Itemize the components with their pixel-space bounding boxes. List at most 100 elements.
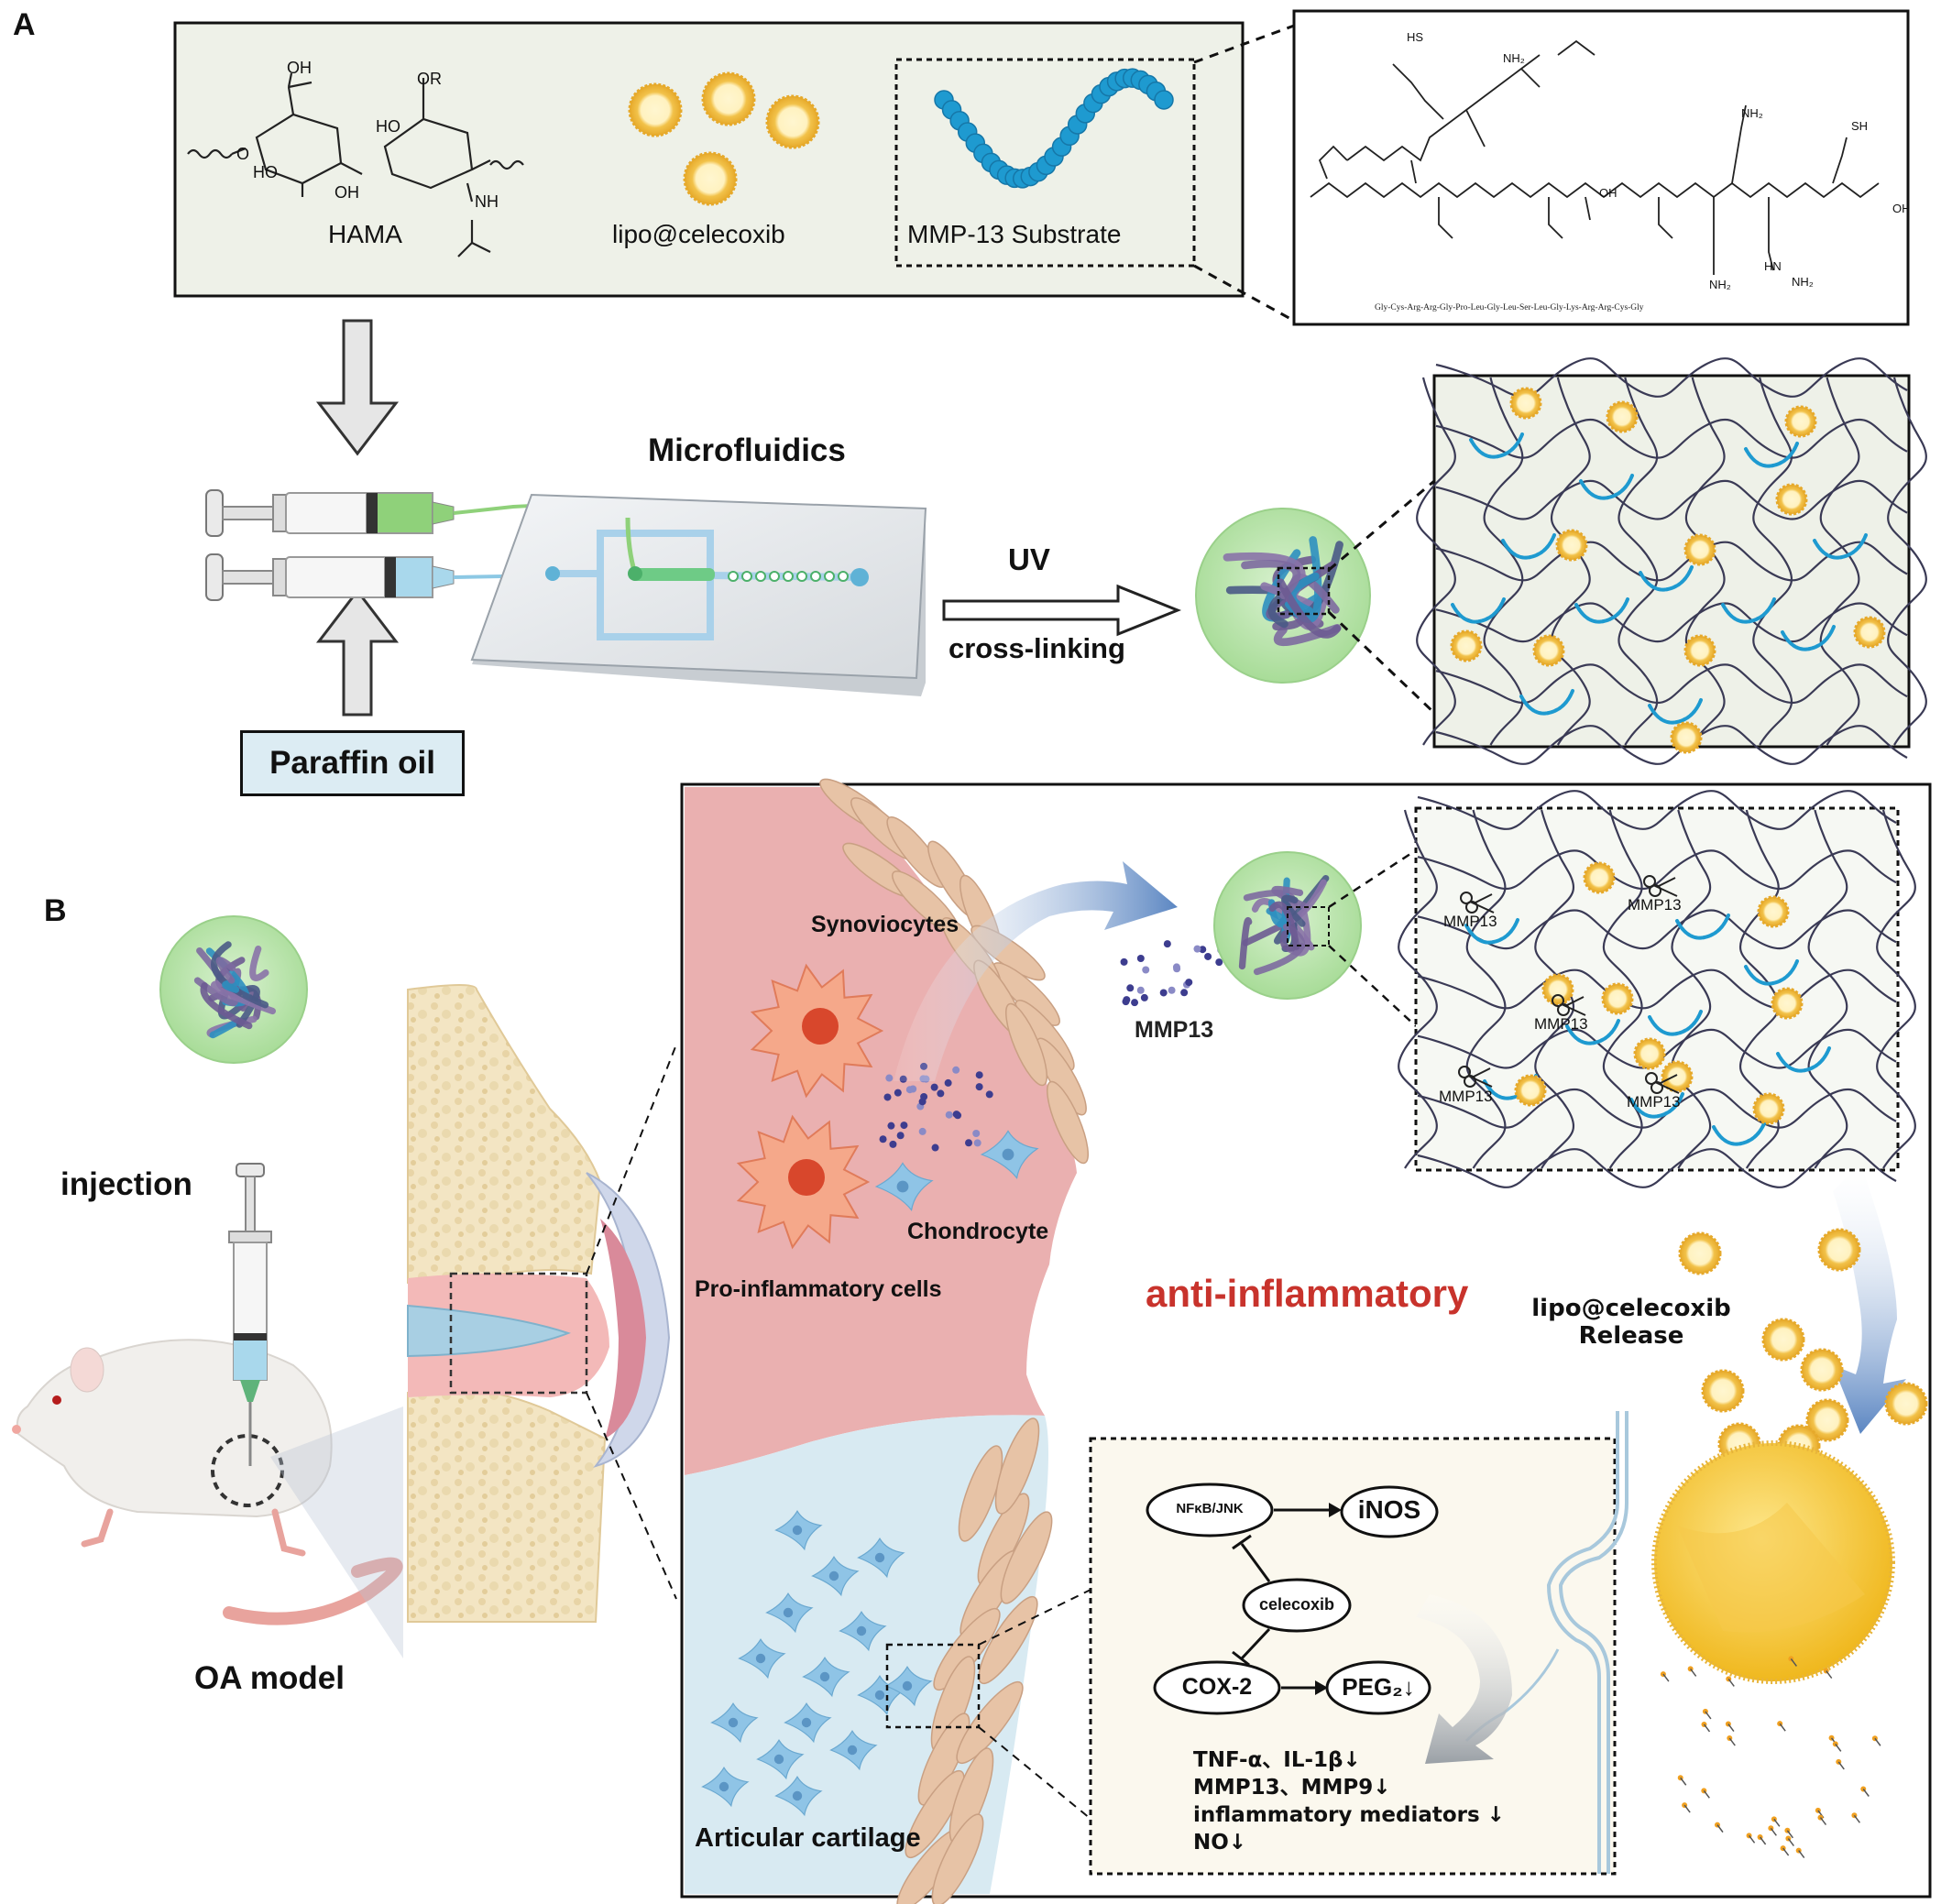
microfluidics-label: Microfluidics: [648, 432, 846, 469]
mmp-dot: [1215, 958, 1223, 966]
liposome: [767, 96, 818, 148]
mmp-dot: [894, 1089, 902, 1097]
network-liposome: [1754, 1094, 1783, 1123]
peg2-text: PEG₂↓: [1329, 1673, 1428, 1702]
joint-bone: [408, 985, 669, 1622]
mmp13-label: MMP13: [1135, 1017, 1213, 1044]
peptide-group: SH: [1851, 119, 1868, 133]
droplet: [784, 572, 793, 581]
released-liposome: [1680, 1233, 1720, 1274]
released-liposome: [1886, 1384, 1926, 1424]
effect-item: NO↓: [1193, 1829, 1505, 1856]
release-line-1: lipo@celecoxib: [1526, 1295, 1737, 1322]
mmp-dot: [1168, 987, 1176, 994]
effect-item: MMP13、MMP9↓: [1193, 1774, 1505, 1801]
effect-item: inflammatory mediators ↓: [1193, 1801, 1505, 1829]
mmp-dot: [1173, 965, 1180, 972]
network-liposome: [1511, 388, 1541, 418]
effects-list: TNF-α、IL-1β↓ MMP13、MMP9↓ inflammatory me…: [1193, 1746, 1505, 1856]
articular-cartilage-label: Articular cartilage: [695, 1823, 921, 1854]
released-liposome: [1703, 1371, 1743, 1411]
cell-nucleus: [793, 1526, 802, 1535]
mmp-dot: [906, 1086, 914, 1093]
network-liposome: [1543, 975, 1573, 1004]
scissor-mmp13-label: MMP13: [1439, 1088, 1493, 1106]
droplet: [825, 572, 834, 581]
cell-nucleus: [788, 1159, 825, 1196]
network-liposome: [1685, 636, 1715, 665]
network-liposome: [1777, 485, 1806, 514]
mmp-dot: [986, 1090, 993, 1098]
panel-a-letter: A: [13, 7, 36, 43]
cell-nucleus: [875, 1691, 884, 1700]
network-box-a: [1434, 376, 1909, 747]
network-liposome: [1603, 984, 1632, 1013]
mmp-dot: [946, 1111, 953, 1119]
paraffin-label: Paraffin oil: [243, 733, 462, 793]
network-liposome: [1585, 863, 1614, 892]
mmp-dot: [953, 1111, 960, 1118]
panel-b-letter: B: [44, 893, 67, 929]
network-liposome: [1635, 1039, 1664, 1068]
mmp-dot: [1141, 994, 1148, 1001]
mmp-dot: [931, 1084, 938, 1091]
release-line-2: Release: [1526, 1322, 1737, 1350]
cell-nucleus: [903, 1681, 912, 1691]
cell-nucleus: [820, 1672, 829, 1681]
network-liposome: [1516, 1076, 1545, 1105]
cell-nucleus: [774, 1755, 784, 1764]
network-liposome: [1452, 631, 1481, 661]
mmp-dot: [919, 1128, 927, 1135]
cell-nucleus: [802, 1718, 811, 1727]
inos-text: iNOS: [1343, 1495, 1435, 1525]
mmp-dot: [932, 1144, 939, 1152]
effect-item: TNF-α、IL-1β↓: [1193, 1746, 1505, 1774]
network-liposome: [1855, 618, 1884, 647]
mmp-dot: [1126, 984, 1134, 991]
droplet: [756, 572, 765, 581]
peptide-group: HN: [1764, 259, 1782, 273]
rat-illustration: [12, 1340, 403, 1658]
mmp-dot: [945, 1079, 952, 1087]
cell-nucleus: [719, 1782, 729, 1791]
chem-ho: HO: [376, 117, 400, 137]
mmp-dot: [885, 1075, 893, 1082]
mmp-dot: [1142, 966, 1149, 973]
chem-nh: NH: [475, 192, 499, 212]
liposome: [703, 73, 754, 125]
chem-oh: OH: [287, 59, 312, 78]
released-liposome: [1763, 1319, 1804, 1360]
mmp-dot: [889, 1141, 896, 1148]
cell-nucleus: [1003, 1149, 1014, 1161]
chem-o: O: [236, 145, 249, 164]
mmp-dot: [1164, 940, 1171, 947]
uv-label: UV: [1008, 542, 1050, 577]
mmp-dot: [1137, 987, 1145, 994]
released-liposome: [1819, 1230, 1859, 1270]
mmp-dot: [880, 1135, 887, 1143]
droplet: [742, 572, 751, 581]
peptide-group: OH: [1892, 202, 1911, 215]
mmp-dot: [900, 1122, 907, 1129]
mmp-dot: [887, 1122, 894, 1130]
uv-arrow: [944, 586, 1178, 634]
scissor-mmp13-label: MMP13: [1534, 1015, 1588, 1034]
cell-nucleus: [793, 1791, 802, 1800]
droplet: [729, 572, 738, 581]
network-liposome: [1786, 407, 1815, 436]
mmp-dot: [1193, 946, 1201, 953]
peptide-structure-box: [1294, 11, 1908, 324]
mmp-dot: [1180, 989, 1188, 996]
mmp-dot: [1185, 979, 1192, 986]
network-liposome: [1672, 723, 1701, 752]
cell-nucleus: [802, 1008, 839, 1045]
network-liposome: [1759, 897, 1788, 926]
celecoxib-text: celecoxib: [1246, 1595, 1347, 1614]
peptide-bead: [1155, 91, 1173, 109]
down-arrow: [319, 321, 396, 454]
up-arrow: [319, 591, 396, 715]
mmp-dot: [952, 1067, 960, 1074]
hama-label: HAMA: [328, 220, 402, 249]
mmp-dot: [937, 1089, 944, 1097]
